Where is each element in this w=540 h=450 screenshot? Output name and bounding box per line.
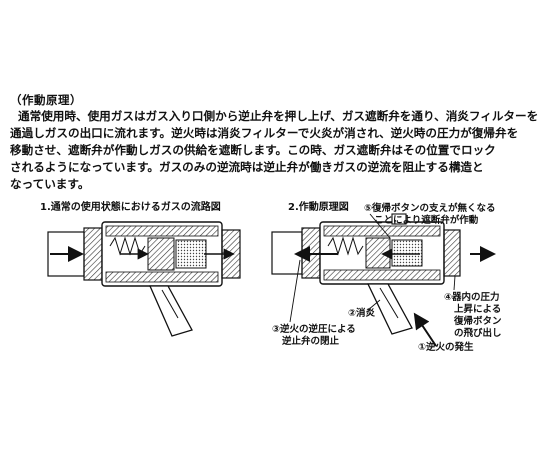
inlet-nut xyxy=(83,227,103,281)
callout-4-line4: の飛び出し xyxy=(454,328,502,339)
flame-filter xyxy=(175,239,207,269)
paragraph-line: 通常使用時、使用ガスはガス入り口側から逆止弁を押し上げ、ガス遮断弁を通り、消炎フ… xyxy=(18,109,539,123)
reset-button xyxy=(391,213,407,225)
callout-5: ⑤復帰ボタンの支えが無くなる ことにより遮断弁が作動 xyxy=(364,203,496,227)
callout-5-line1: ⑤復帰ボタンの支えが無くなる xyxy=(364,203,496,214)
shutoff-valve xyxy=(147,237,175,271)
paragraph-line: なっています。 xyxy=(10,177,90,191)
section-title: （作動原理） xyxy=(10,93,82,107)
callout-3-line2: 逆止弁の閉止 xyxy=(282,336,340,347)
backfire-arrow xyxy=(413,312,437,347)
callout-4: ④器内の圧力 上昇による 復帰ボタン の飛び出し xyxy=(444,292,502,340)
callout-4-line1: ④器内の圧力 xyxy=(444,292,500,303)
figure1-cross-section xyxy=(47,221,241,337)
operating-principle-paragraph: 通常使用時、使用ガスはガス入り口側から逆止弁を押し上げ、ガス遮断弁を通り、消炎フ… xyxy=(10,108,539,193)
callout-3-line1: ③逆火の逆圧による xyxy=(272,324,356,335)
figure2-cross-section xyxy=(271,213,496,347)
figure2-caption: 2.作動原理図 xyxy=(288,202,349,213)
callout-5-line2: ことにより遮断弁が作動 xyxy=(374,215,479,226)
paragraph-line: されるようになっています。ガスのみの逆流時は逆止弁が働きガスの逆流を阻止する構造… xyxy=(10,160,484,174)
paragraph-line: 移動させ、遮断弁が作動しガスの供給を遮断します。この時、ガス遮断弁はその位置でロ… xyxy=(10,143,496,157)
callout-3: ③逆火の逆圧による 逆止弁の閉止 xyxy=(272,324,356,348)
callout-4-line2: 上昇による xyxy=(454,304,502,315)
callout-1: ①逆火の発生 xyxy=(418,342,474,353)
lower-port xyxy=(149,285,193,337)
callout-2: ②消炎 xyxy=(348,308,376,319)
paragraph-line: 通過しガスの出口に流れます。逆火時は消炎フィルターで火炎が消され、逆火時の圧力が… xyxy=(10,126,519,140)
figure1-caption: 1.通常の使用状態におけるガスの流路図 xyxy=(40,202,221,213)
callout-4-line3: 復帰ボタン xyxy=(454,316,502,327)
